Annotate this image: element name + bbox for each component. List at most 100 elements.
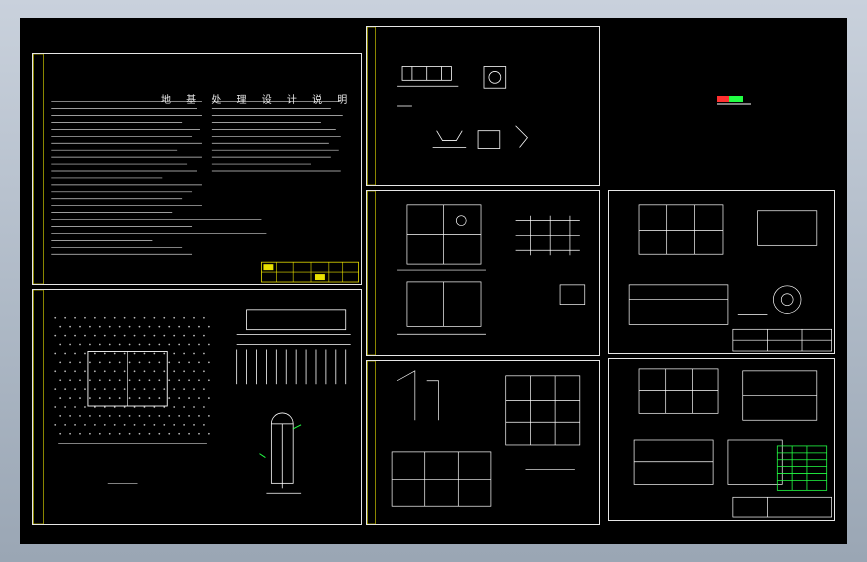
pile-dot <box>128 361 131 364</box>
pile-dot <box>173 388 176 391</box>
sheet-design-notes[interactable]: 地 基 处 理 设 计 说 明 <box>32 53 362 285</box>
pile-dot <box>133 352 136 355</box>
pile-dot <box>133 406 136 408</box>
pile-dot <box>138 379 141 382</box>
pile-dot <box>89 415 91 417</box>
pile-dot <box>98 379 101 382</box>
tank-plans-linework <box>633 368 832 518</box>
pile-dot <box>148 397 151 399</box>
pile-dot <box>113 423 116 426</box>
pile-dot <box>93 423 96 426</box>
pile-dot <box>118 397 121 399</box>
pile-dot <box>138 343 141 346</box>
pile-dot <box>69 325 71 328</box>
pile-dot <box>84 352 86 355</box>
pile-dot <box>168 415 171 417</box>
drawing-canvas[interactable]: 地 基 处 理 设 计 说 明 <box>20 18 847 544</box>
pile-dot <box>128 343 131 346</box>
pile-dot <box>143 352 146 355</box>
pile-dot <box>198 343 200 346</box>
pile-dot <box>173 423 176 426</box>
pile-dot <box>98 325 101 328</box>
pile-dot <box>103 370 106 373</box>
pile-dot <box>84 406 86 408</box>
pile-dot <box>113 370 116 373</box>
pile-dot <box>188 361 190 364</box>
pile-dot <box>59 343 62 346</box>
pile-dot <box>59 361 62 364</box>
notes-title: 地 基 处 理 设 计 说 明 <box>161 95 354 106</box>
pile-dot <box>163 316 166 319</box>
plan-sections-a-linework <box>367 191 586 355</box>
pile-dot <box>123 334 126 337</box>
pile-dot <box>208 343 210 346</box>
pile-dot <box>59 325 62 328</box>
pile-dot <box>123 316 126 319</box>
pile-dot <box>183 406 186 408</box>
pile-dot <box>168 325 171 328</box>
pile-dot <box>138 325 141 328</box>
pile-dot <box>198 325 200 328</box>
pile-dot <box>178 379 181 382</box>
pile-dot <box>208 415 210 417</box>
pile-dot <box>168 343 171 346</box>
sheet-plan-sections-a[interactable] <box>366 190 600 356</box>
pile-dot <box>163 423 166 426</box>
pile-dot <box>208 397 210 399</box>
pile-dot <box>208 361 210 364</box>
sheet-tank-plans[interactable] <box>608 358 835 521</box>
pile-dot <box>193 334 195 337</box>
pile-dot <box>108 343 111 346</box>
pile-dot <box>123 388 126 391</box>
pile-dot <box>103 316 106 319</box>
pile-dot <box>93 334 96 337</box>
pile-dot <box>64 352 67 355</box>
pile-dot <box>74 370 76 373</box>
pile-dot <box>113 388 116 391</box>
pile-dot <box>173 334 176 337</box>
pile-dot <box>123 352 126 355</box>
pile-dot <box>74 334 76 337</box>
pile-dot <box>133 388 136 391</box>
pile-dot <box>143 423 146 426</box>
pile-dot <box>98 361 101 364</box>
pile-dot <box>163 334 166 337</box>
pile-dot <box>188 343 190 346</box>
pile-dot <box>74 388 76 391</box>
sheet-plan-sections-b[interactable] <box>366 360 600 525</box>
pile-dot <box>163 406 166 408</box>
pile-dot <box>123 406 126 408</box>
pile-dot <box>158 361 161 364</box>
pile-dot <box>118 379 121 382</box>
pile-dot <box>188 432 190 435</box>
pile-dot <box>64 406 67 408</box>
pile-dot <box>108 361 111 364</box>
pile-dot <box>153 370 156 373</box>
pile-dot <box>183 423 186 426</box>
pile-dot <box>128 432 131 435</box>
pile-dot <box>193 352 195 355</box>
pile-dot <box>168 397 171 399</box>
pile-dot <box>138 361 141 364</box>
pile-dot <box>178 432 181 435</box>
pile-dot <box>64 334 67 337</box>
foundation-details-linework <box>628 204 832 352</box>
pile-dot <box>153 352 156 355</box>
pile-dot <box>203 423 205 426</box>
sheet-details-top[interactable] <box>366 26 600 186</box>
pile-dot <box>98 415 101 417</box>
pile-dot <box>193 423 195 426</box>
sheet-pile-layout[interactable] <box>32 289 362 525</box>
pile-dot <box>183 316 186 319</box>
pile-dot <box>178 343 181 346</box>
pile-dot <box>74 406 76 408</box>
pile-dot <box>203 316 205 319</box>
sheet-foundation-details[interactable] <box>608 190 835 354</box>
pile-dot <box>59 415 62 417</box>
pile-dot <box>84 334 86 337</box>
green-table <box>776 445 828 491</box>
pile-dot <box>153 423 156 426</box>
notes-linework <box>33 54 359 284</box>
pile-dot <box>138 432 141 435</box>
